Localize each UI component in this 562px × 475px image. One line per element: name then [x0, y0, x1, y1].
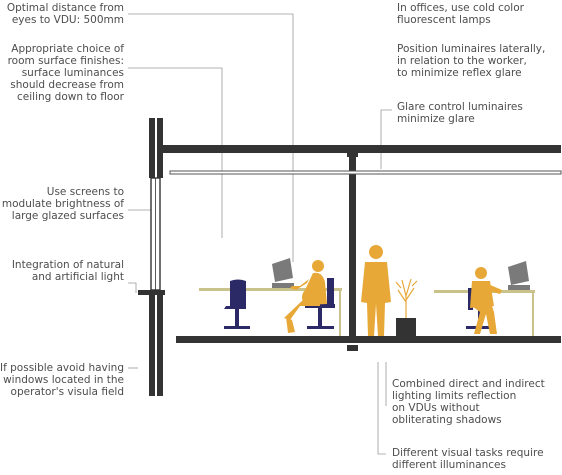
worker-chair-base — [307, 326, 334, 329]
left-workstation — [199, 258, 342, 336]
leader-finishes — [128, 67, 223, 238]
label-glare: Glare control luminaires minimize glare — [397, 101, 523, 125]
leader-distance — [128, 13, 294, 262]
label-integration: Integration of natural and artificial li… — [11, 259, 124, 283]
left-monitor-base — [272, 283, 294, 288]
plant — [395, 278, 418, 318]
partition — [349, 153, 356, 336]
ceiling-slab — [163, 145, 561, 153]
leader-integration — [128, 282, 137, 293]
right-chair-back — [468, 288, 473, 310]
label-cold-lamps: In offices, use cold color fluorescent l… — [397, 2, 524, 26]
wall-upper-outer — [149, 118, 155, 178]
plant-pot — [396, 318, 416, 336]
empty-chair — [224, 279, 246, 309]
label-visual-tasks: Different visual tasks require different… — [392, 447, 544, 471]
label-combined: Combined direct and indirect lighting li… — [392, 378, 545, 426]
worker-chair-post — [318, 308, 322, 326]
leader-lines — [128, 13, 392, 455]
luminaire-strip — [169, 170, 562, 175]
middle-area — [361, 245, 418, 336]
partition-bottom-cap — [347, 345, 358, 351]
label-windows: If possible avoid having windows located… — [0, 362, 124, 398]
floor-slab — [176, 336, 561, 343]
left-monitor — [272, 258, 293, 282]
wall-lower-outer — [149, 292, 155, 396]
label-screens: Use screens to modulate brightness of la… — [1, 186, 124, 222]
right-monitor — [508, 261, 529, 285]
right-workstation — [434, 261, 535, 336]
empty-chair-base — [224, 326, 250, 329]
standing-figure — [361, 245, 391, 336]
wall-lower-inner — [157, 292, 163, 396]
wall-upper-inner — [157, 118, 163, 178]
partition-top-cap — [347, 151, 358, 157]
building-structure — [138, 118, 562, 396]
label-finishes: Appropriate choice of room surface finis… — [7, 43, 124, 103]
seated-worker — [284, 260, 327, 333]
label-distance: Optimal distance from eyes to VDU: 500mm — [6, 2, 124, 26]
right-worker — [470, 267, 502, 334]
leader-visual-tasks — [377, 362, 386, 455]
window-sill — [138, 290, 165, 295]
label-position: Position luminaires laterally, in relati… — [397, 43, 546, 79]
leader-glare — [380, 109, 392, 169]
left-desk — [199, 288, 342, 291]
worker-chair-back — [327, 278, 334, 308]
right-monitor-base — [508, 285, 530, 290]
empty-chair-post — [235, 309, 239, 327]
